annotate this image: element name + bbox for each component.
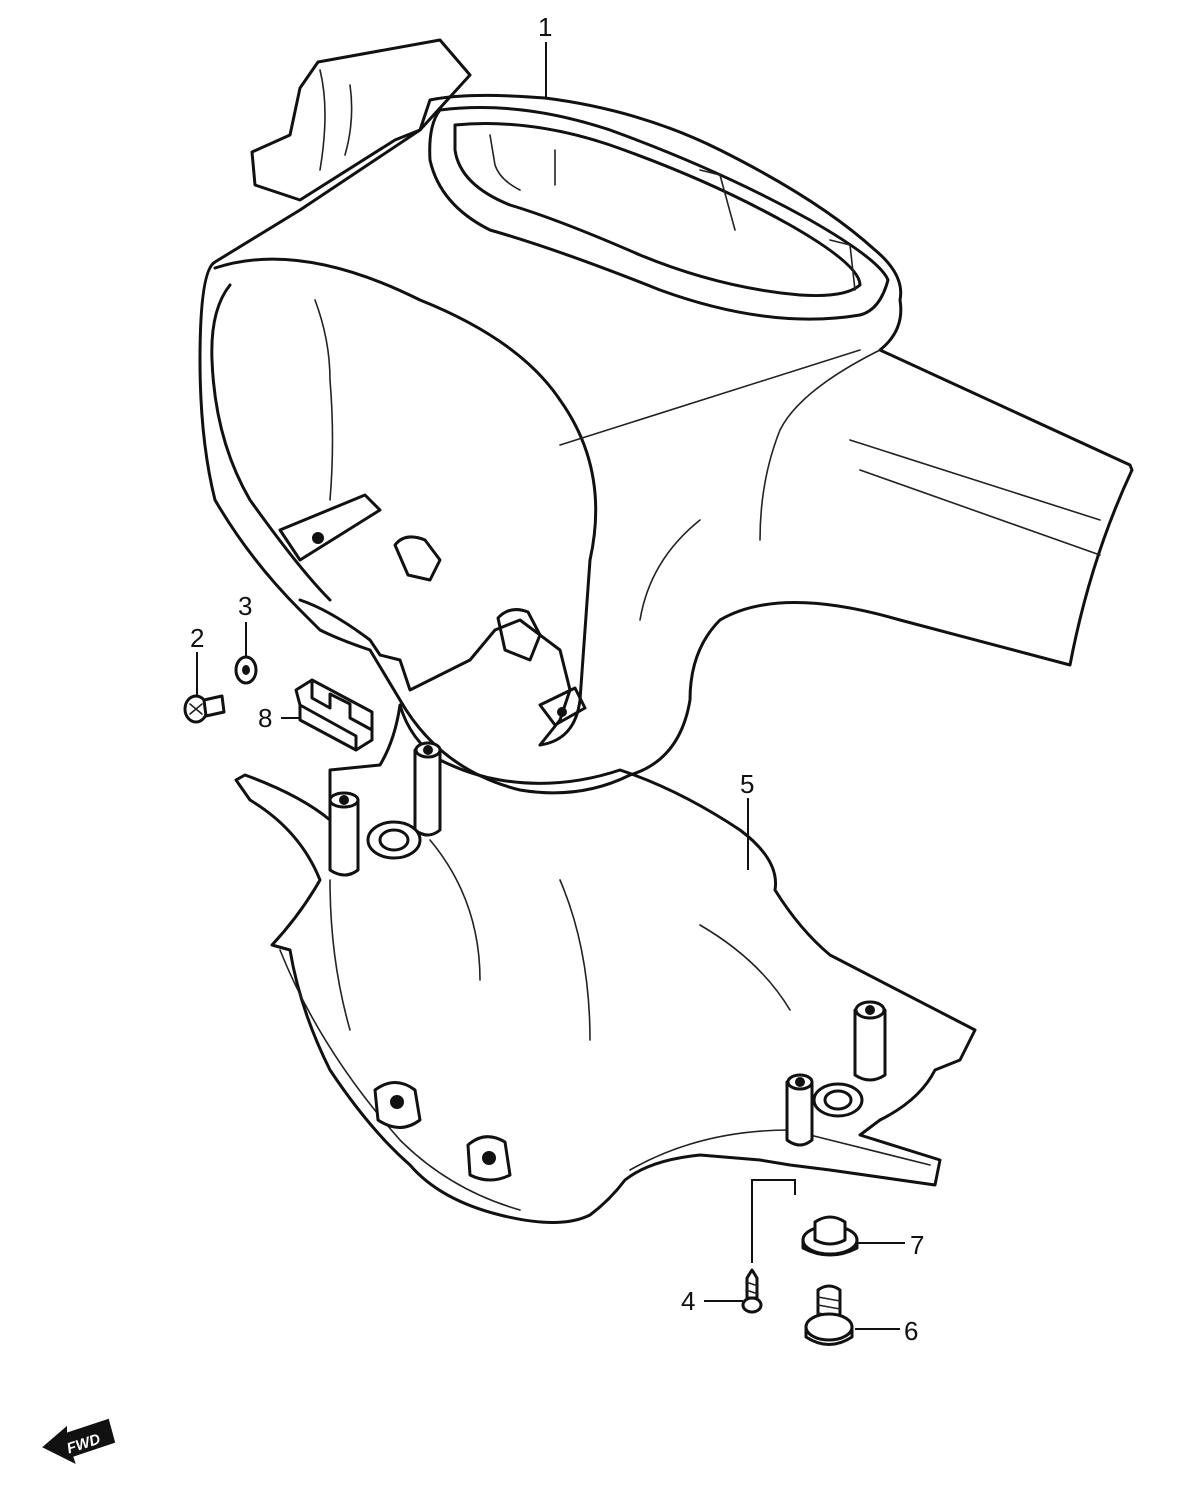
fwd-arrow-icon [42, 1418, 116, 1464]
fwd-direction-marker: FWD [42, 1418, 116, 1464]
tapping-screw-part-4 [741, 1268, 763, 1314]
callout-6: 6 [904, 1316, 918, 1346]
callout-5: 5 [740, 769, 754, 799]
clip-part-8 [294, 678, 374, 752]
callout-4: 4 [681, 1286, 695, 1316]
lower-handlebar-cover [234, 703, 977, 1224]
screw-part-2 [183, 694, 226, 724]
callout-7: 7 [910, 1230, 924, 1260]
callouts: 1 2 3 8 5 4 7 6 [190, 12, 924, 1346]
upper-handlebar-cover [198, 38, 1134, 795]
callout-2: 2 [190, 623, 204, 653]
nut-part-7 [801, 1215, 859, 1257]
callout-1: 1 [538, 12, 552, 42]
callout-3: 3 [238, 591, 252, 621]
washer-part-3 [234, 655, 258, 685]
bolt-part-6 [804, 1284, 854, 1346]
callout-8: 8 [258, 703, 272, 733]
leader-lines [196, 42, 905, 1330]
